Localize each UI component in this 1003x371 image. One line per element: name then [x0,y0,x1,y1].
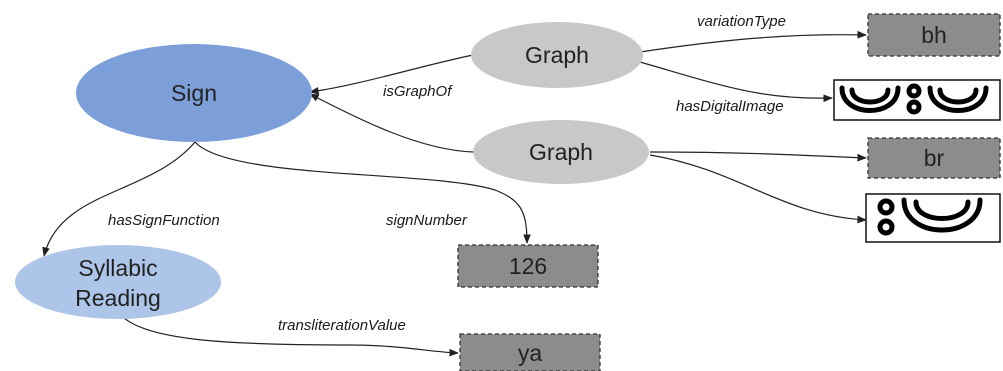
sign-node-label: Sign [171,80,217,106]
label-isgraphof: isGraphOf [383,83,453,100]
graph-node-top-label: Graph [525,42,589,68]
label-hasdigitalimage: hasDigitalImage [676,98,784,115]
label-variationtype: variationType [697,13,786,30]
literal-bh-text: bh [921,22,947,48]
literal-126-text: 126 [509,253,547,279]
literal-box-126 [457,244,599,288]
literal-ya-text: ya [518,340,543,366]
syllabic-reading-label-line1: Syllabic [78,255,157,281]
label-signnumber: signNumber [386,212,468,229]
edge-hasdigitalimage-top [639,61,833,103]
graph-node-bottom [473,120,649,184]
literal-br-text: br [924,145,945,171]
edge-hasdigitalimage-bottom [649,154,867,224]
syllabic-reading-node [15,245,221,319]
edge-hassignfunction [42,141,196,257]
edge-isgraphof-bottom [309,93,474,153]
edge-variationtype-top [639,30,867,53]
literal-box-br [867,137,1001,179]
graph-node-top [471,22,643,88]
syllabic-reading-label-line2: Reading [75,285,161,311]
label-hassignfunction: hasSignFunction [108,212,220,229]
graph-node-bottom-label: Graph [529,139,593,165]
edge-transliterationvalue [117,311,459,357]
glyph-image-top [833,79,1001,121]
glyph-image-bottom [865,193,1001,243]
sign-node [76,44,312,142]
edge-signnumber [194,141,531,244]
edge-variationtype-bottom [649,151,867,162]
literal-box-bh [867,13,1001,57]
literal-box-ya [459,333,601,371]
label-transliterationvalue: transliterationValue [278,317,406,334]
edge-isgraphof-top [309,54,474,95]
